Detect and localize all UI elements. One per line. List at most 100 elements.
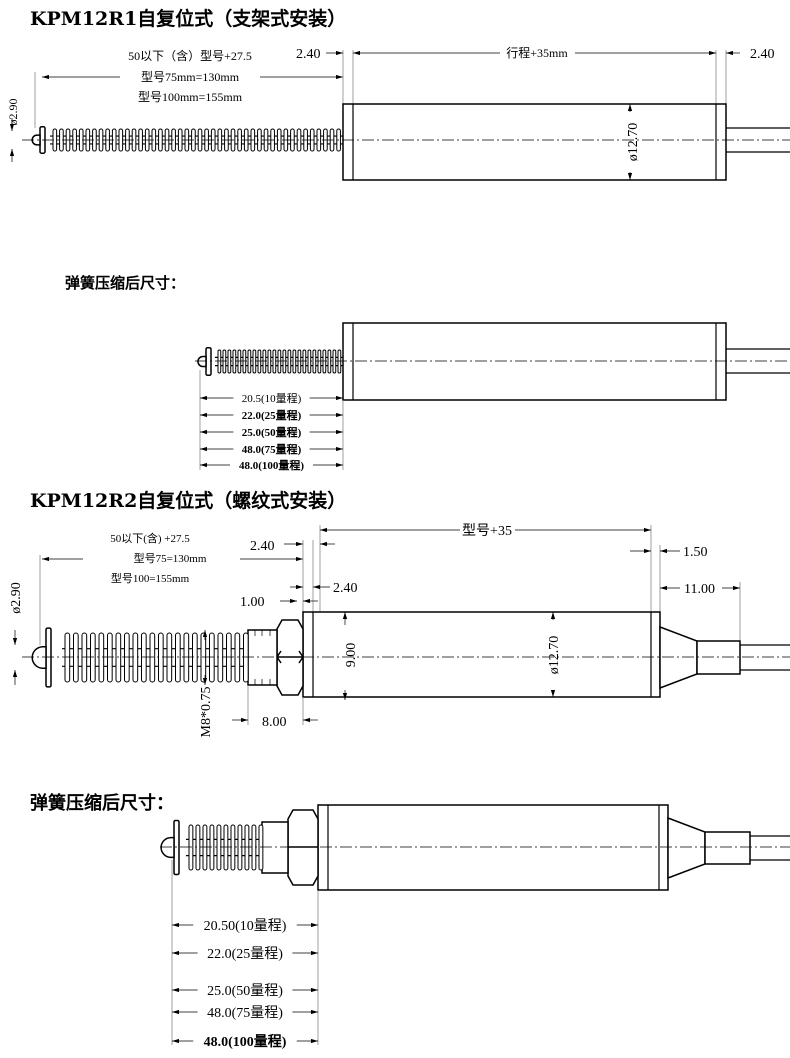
compressed-dimension-label: 20.5(10量程) — [242, 392, 302, 405]
spring — [160, 819, 264, 876]
dim-thread-length: 8.00 — [262, 715, 287, 730]
spring-coil — [277, 349, 282, 374]
spring-coil — [188, 824, 194, 871]
dim-length-label: 50以下（含）型号+27.5 — [128, 48, 252, 63]
spring-coil — [222, 349, 227, 374]
compressed-dimension-label: 48.0(100量程) — [239, 458, 304, 472]
thread-boss — [247, 629, 278, 686]
spring-coil — [244, 824, 250, 871]
spring-coil — [287, 349, 292, 374]
spring-coil — [200, 632, 207, 683]
spring-coil — [251, 824, 257, 871]
sensor-body — [317, 804, 669, 891]
dim-length-label: 型号100=155mm — [111, 571, 190, 585]
section-r2-compressed: 弹簧压缩后尺寸： 20.50(10量程) 22.0(25量程) 25.0(50量程)… — [30, 792, 790, 1050]
section-title: KPM12R1自复位式（支架式安装） — [30, 7, 346, 30]
spring-coil — [327, 349, 332, 374]
compressed-dimension-label: 48.0(100量程) — [204, 1034, 287, 1050]
spring-coil — [192, 632, 198, 683]
spring — [31, 627, 249, 688]
section-r1-compressed: 弹簧压缩后尺寸： 20.5(10量程) 22.0(25量程) 25.0(50量程) 4… — [65, 274, 790, 472]
spring-coil — [202, 824, 208, 871]
spring-coil — [237, 349, 242, 374]
dim-tail-length: 11.00 — [684, 582, 715, 597]
spring-coil — [234, 632, 241, 683]
compressed-dimension-label: 22.0(25量程) — [207, 946, 283, 962]
spring-coil — [258, 824, 264, 871]
cable-cone — [667, 816, 706, 880]
spring-coil — [107, 632, 113, 683]
section-r1-bracket: KPM12R1自复位式（支架式安装） 50以下（含）型号+27.5 型号75mm… — [6, 7, 790, 181]
probe-tip — [31, 134, 41, 146]
spring-coil — [115, 632, 122, 683]
dim-flange: 1.00 — [240, 595, 265, 610]
spring-coil — [237, 824, 243, 871]
spring-coil — [132, 632, 139, 683]
cable-cone — [659, 625, 698, 690]
sensor-body — [302, 611, 661, 698]
spring-coil — [232, 349, 237, 374]
output-shaft — [726, 127, 790, 153]
spring-coil — [252, 349, 257, 374]
spring-coil — [175, 632, 181, 683]
dim-tip-diameter: ø2.90 — [6, 99, 20, 126]
probe-tip — [197, 355, 207, 368]
spring-coil — [292, 349, 297, 374]
spring-coil — [243, 632, 249, 683]
dim-gap-b: 2.40 — [333, 581, 358, 596]
spring-coil — [90, 632, 96, 683]
section-heading: 弹簧压缩后尺寸： — [30, 792, 174, 814]
dim-length-label: 型号75mm=130mm — [141, 70, 240, 84]
section-title: KPM12R2自复位式（螺纹式安装） — [30, 489, 346, 512]
spring-coil — [317, 349, 322, 374]
dim-end-gap: 1.50 — [683, 545, 708, 560]
cable — [750, 835, 790, 861]
spring-coil — [98, 632, 105, 683]
spring-coil — [332, 349, 337, 374]
spring-coil — [209, 824, 215, 871]
spring-coil — [124, 632, 130, 683]
spring-coil — [230, 824, 236, 871]
cable — [740, 644, 790, 671]
spring-coil — [217, 349, 222, 374]
spring-coil — [247, 349, 252, 374]
thread-boss — [261, 821, 289, 874]
compressed-dimension-label: 25.0(50量程) — [242, 425, 302, 439]
spring-coil — [226, 632, 232, 683]
compressed-dimension-label: 22.0(25量程) — [242, 408, 302, 422]
spring-coil — [242, 349, 247, 374]
spring-coil — [272, 349, 277, 374]
spring-coil — [297, 349, 302, 374]
probe-tip — [31, 645, 47, 670]
spring-coil — [209, 632, 215, 683]
dim-body-diameter: ø12.70 — [547, 636, 562, 675]
compressed-dimension-label: 20.50(10量程) — [204, 918, 287, 934]
spring-coil — [312, 349, 317, 374]
spring-coil — [227, 349, 232, 374]
dim-gap-a: 2.40 — [250, 539, 275, 554]
spring-coil — [141, 632, 147, 683]
compressed-dimensions: 20.50(10量程)22.0(25量程)25.0(50量程)48.0(75量程… — [172, 918, 318, 1050]
cable-sleeve — [696, 640, 741, 675]
spring-coil — [257, 349, 262, 374]
spring-coil — [195, 824, 201, 871]
sensor-body — [342, 103, 727, 181]
spring-coil — [81, 632, 88, 683]
spring-coil — [158, 128, 163, 152]
spring-coil — [217, 632, 224, 683]
section-heading: 弹簧压缩后尺寸： — [65, 274, 185, 292]
probe-tip — [160, 836, 175, 859]
compressed-dimension-label: 25.0(50量程) — [207, 983, 283, 999]
spring-coil — [322, 349, 327, 374]
spring-coil — [282, 349, 287, 374]
dim-length-label: 50以下(含) +27.5 — [110, 531, 190, 545]
spring-coil — [337, 349, 342, 374]
compressed-dimensions: 20.5(10量程)22.0(25量程)25.0(50量程)48.0(75量程)… — [200, 392, 343, 472]
spring-coil — [307, 349, 312, 374]
spring-coil — [302, 349, 307, 374]
cable-sleeve — [704, 831, 751, 865]
spring-coil — [158, 632, 164, 683]
dim-thread-spec: M8*0.75 — [199, 687, 214, 738]
dim-right-gap: 2.40 — [750, 47, 775, 62]
